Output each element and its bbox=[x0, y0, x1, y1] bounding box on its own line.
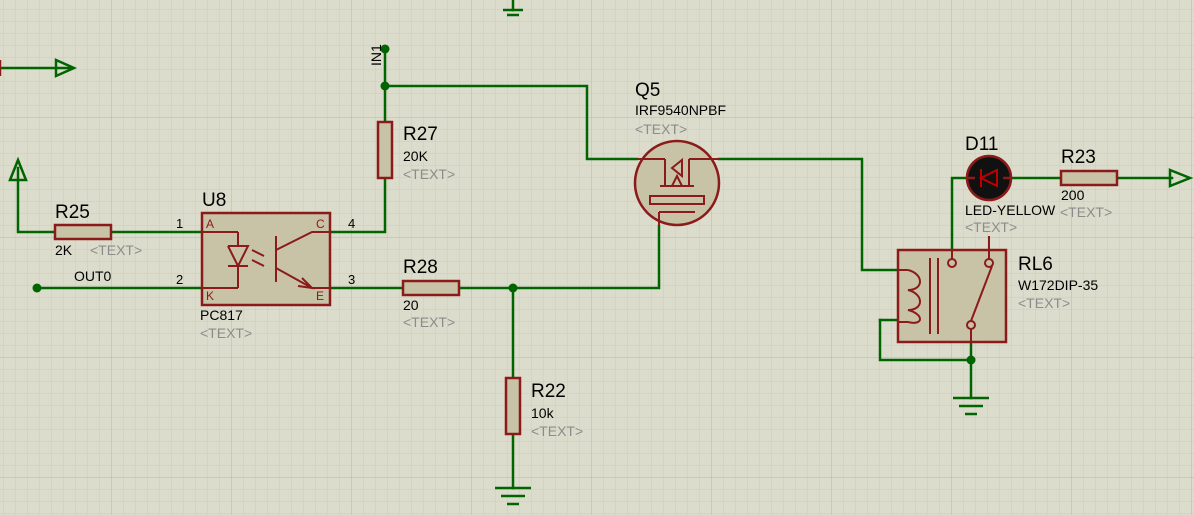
r23-ref: R23 bbox=[1061, 147, 1096, 168]
r28-text: <TEXT> bbox=[403, 314, 455, 330]
d11-ref: D11 bbox=[965, 134, 998, 155]
u8-pin-k: K bbox=[206, 289, 214, 303]
r27-text: <TEXT> bbox=[403, 166, 455, 182]
resistor-r27[interactable]: R27 20K <TEXT> bbox=[376, 120, 455, 182]
u8-value: PC817 bbox=[200, 307, 243, 323]
u8-pin-4: 4 bbox=[348, 216, 355, 231]
r23-text: <TEXT> bbox=[1060, 204, 1112, 220]
ground-symbol[interactable] bbox=[503, 8, 523, 17]
resistor-r25[interactable]: R25 2K <TEXT> bbox=[53, 202, 142, 258]
resistor-r28[interactable]: R28 20 <TEXT> bbox=[401, 257, 461, 330]
q5-text: <TEXT> bbox=[635, 121, 687, 137]
u8-pin-2: 2 bbox=[176, 272, 183, 287]
u8-text: <TEXT> bbox=[200, 325, 252, 341]
q5-value: IRF9540NPBF bbox=[635, 102, 726, 118]
u8-pin-e: E bbox=[316, 289, 324, 303]
r28-ref: R28 bbox=[403, 257, 438, 278]
r22-ref: R22 bbox=[531, 381, 566, 402]
r27-ref: R27 bbox=[403, 124, 438, 145]
net-terminal-dot bbox=[380, 44, 390, 54]
d11-value: LED-YELLOW bbox=[965, 202, 1056, 218]
output-terminal-arrow[interactable] bbox=[54, 58, 78, 78]
optocoupler-u8[interactable]: U8 PC817 <TEXT> 1 2 3 4 A K C E bbox=[176, 190, 355, 341]
u8-pin-a: A bbox=[206, 217, 214, 231]
wires bbox=[0, 0, 1174, 490]
relay-rl6[interactable]: RL6 W172DIP-35 <TEXT> bbox=[896, 236, 1098, 344]
mosfet-q5[interactable]: Q5 IRF9540NPBF <TEXT> bbox=[633, 80, 726, 227]
r27-value: 20K bbox=[403, 148, 429, 164]
rl6-value: W172DIP-35 bbox=[1018, 277, 1098, 293]
d11-text: <TEXT> bbox=[965, 219, 1017, 235]
ground-symbol[interactable] bbox=[953, 396, 989, 416]
junction-dot bbox=[508, 283, 518, 293]
ground-symbol[interactable] bbox=[495, 486, 531, 506]
junction-dot bbox=[966, 355, 976, 365]
led-d11[interactable]: D11 LED-YELLOW <TEXT> bbox=[965, 134, 1056, 235]
r22-value: 10k bbox=[531, 405, 555, 421]
output-terminal-arrow[interactable] bbox=[1168, 168, 1194, 188]
rl6-text: <TEXT> bbox=[1018, 295, 1070, 311]
r23-value: 200 bbox=[1061, 187, 1085, 203]
r25-value: 2K bbox=[55, 242, 73, 258]
junction-dot bbox=[380, 81, 390, 91]
u8-pin-1: 1 bbox=[176, 216, 183, 231]
net-label-in1: IN1 bbox=[368, 44, 384, 66]
resistor-r22[interactable]: R22 10k <TEXT> bbox=[504, 376, 583, 439]
rl6-ref: RL6 bbox=[1018, 254, 1053, 275]
net-label-out0: OUT0 bbox=[74, 268, 112, 284]
q5-ref: Q5 bbox=[635, 80, 660, 101]
power-terminal-arrow[interactable] bbox=[8, 156, 28, 182]
u8-pin-3: 3 bbox=[348, 272, 355, 287]
u8-pin-c: C bbox=[316, 217, 325, 231]
r25-text: <TEXT> bbox=[90, 242, 142, 258]
resistor-r23[interactable]: R23 200 <TEXT> bbox=[1059, 147, 1119, 220]
r28-value: 20 bbox=[403, 297, 419, 313]
net-terminal-dot bbox=[32, 283, 42, 293]
r25-ref: R25 bbox=[55, 202, 90, 223]
r22-text: <TEXT> bbox=[531, 423, 583, 439]
u8-ref: U8 bbox=[202, 190, 226, 211]
